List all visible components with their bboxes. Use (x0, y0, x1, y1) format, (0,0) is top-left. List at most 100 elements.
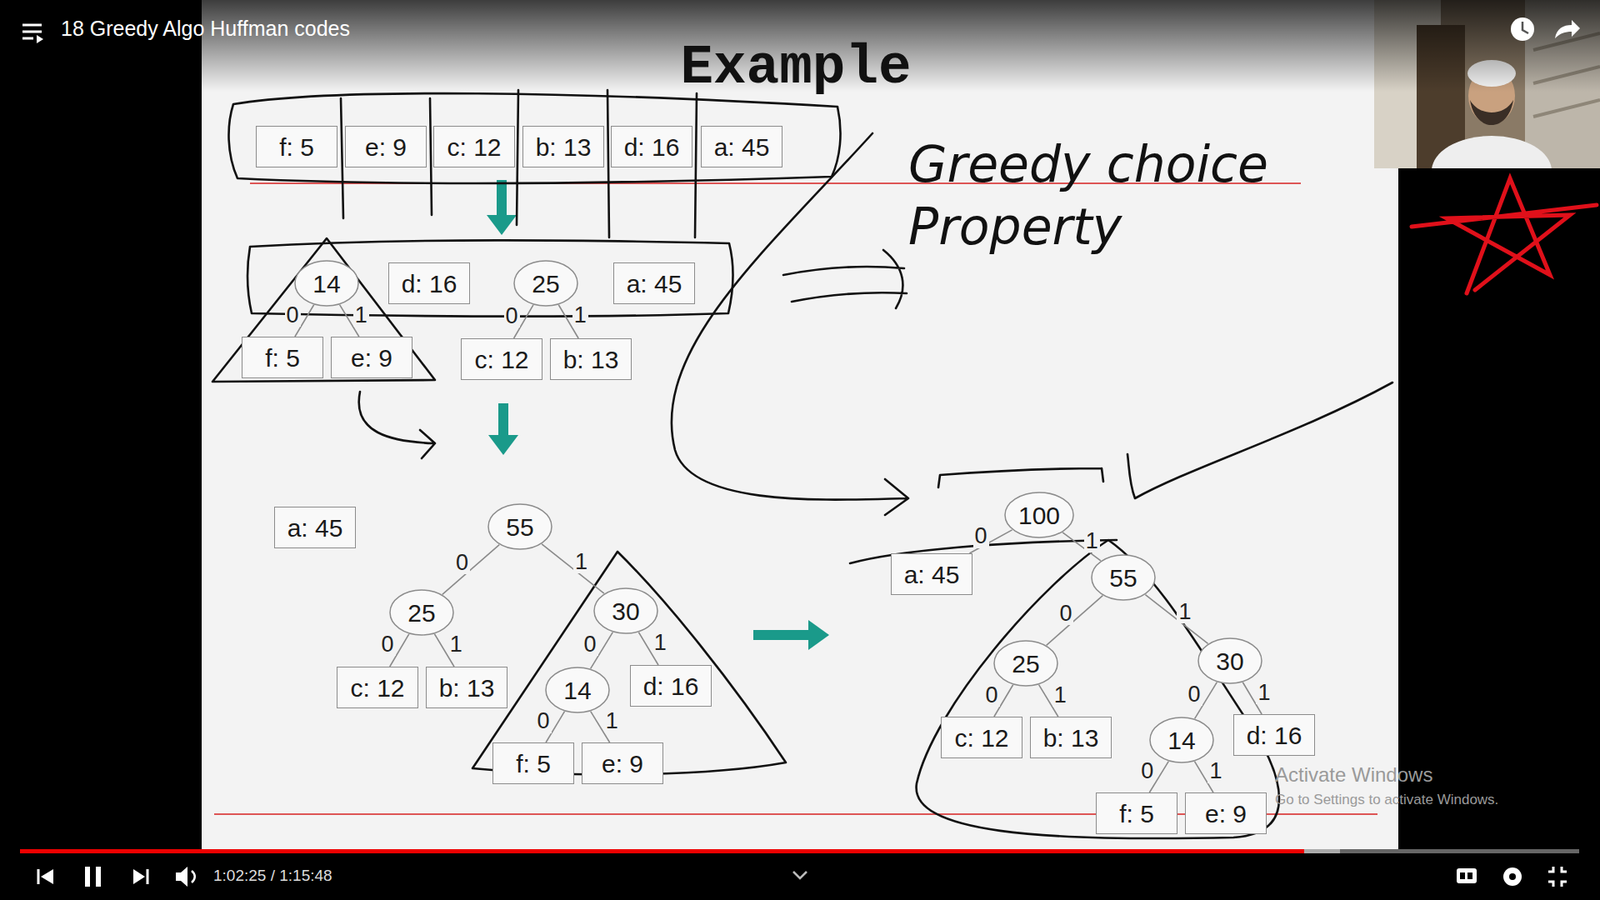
player-icon (133, 869, 145, 885)
player-icon (1509, 873, 1516, 880)
bit-label: 1 (1176, 600, 1193, 624)
node-text: a: 45 (287, 514, 344, 542)
stage-arrow (753, 630, 809, 640)
circle-outline (1091, 555, 1155, 600)
node-text: 25 (1011, 650, 1040, 678)
tree-circle: 25 (513, 260, 579, 307)
bit-label: 1 (573, 550, 590, 574)
webcam-feed (1470, 100, 1514, 125)
player-icon (175, 866, 188, 887)
handwriting (472, 551, 786, 775)
node-text: c: 12 (474, 345, 529, 374)
leaf-box: d: 16 (1233, 714, 1315, 756)
watermark: Go to Settings to activate Windows. (1275, 791, 1499, 809)
leaf-box: b: 13 (522, 125, 605, 168)
handwritten-note: Greedy choice Property (908, 133, 1371, 259)
node-text: e: 9 (1205, 800, 1247, 828)
player-icon (36, 35, 44, 44)
leaf-box: f: 5 (241, 336, 324, 379)
tree-edge (442, 545, 500, 595)
circle-outline (1150, 717, 1214, 763)
circle-outline (594, 588, 658, 634)
node-text: 25 (531, 270, 560, 298)
bit-label: 0 (285, 303, 301, 327)
leaf-box: a: 45 (274, 506, 356, 549)
player-icon (40, 869, 54, 885)
node-text: c: 12 (350, 674, 405, 702)
stage-arrow (486, 180, 830, 650)
bit-label: 1 (353, 303, 370, 327)
leaf-box: a: 45 (613, 262, 695, 305)
red-star (1411, 178, 1597, 294)
tree-circle: 55 (487, 503, 553, 550)
node-text: d: 16 (401, 270, 458, 298)
stage-arrow (486, 215, 517, 235)
leaf-box: a: 45 (700, 125, 783, 168)
player-icon (146, 869, 150, 885)
player-icon (1510, 17, 1535, 41)
node-text: 14 (563, 676, 591, 705)
player-icon (1503, 867, 1522, 886)
handwriting (247, 240, 734, 316)
node-text: b: 13 (439, 674, 495, 702)
stage-arrow (488, 435, 519, 455)
player-icon (95, 866, 101, 887)
bit-label: 1 (1207, 759, 1224, 783)
background (201, 0, 1399, 852)
stage-arrow (498, 403, 509, 435)
leaf-box: e: 9 (345, 125, 427, 168)
circle-outline (390, 590, 454, 635)
node-text: e: 9 (601, 750, 644, 778)
bit-label: 1 (1255, 680, 1272, 705)
node-text: b: 13 (563, 345, 620, 374)
handwriting (1127, 382, 1393, 499)
tree-circle: 14 (294, 260, 360, 307)
bit-label: 0 (380, 632, 396, 656)
node-text: 14 (1167, 726, 1195, 755)
player-icon (1522, 21, 1529, 34)
tree-circle: 100 (1004, 491, 1075, 539)
leaf-box: c: 12 (433, 125, 515, 168)
tree-circle: 30 (593, 587, 659, 635)
bit-label: 1 (604, 709, 620, 733)
leaf-box: a: 45 (890, 553, 973, 595)
watermark: Activate Windows (1275, 763, 1433, 787)
handwriting (671, 133, 909, 515)
tree-circle: 14 (1149, 716, 1215, 764)
bit-label: 0 (1139, 759, 1155, 783)
player-icon (1460, 872, 1465, 880)
tree-circle: 25 (993, 640, 1059, 687)
circle-outline (295, 260, 359, 306)
node-text: 55 (505, 513, 534, 541)
red-star (1411, 178, 1597, 294)
video-title: 18 Greedy Algo Huffman codes (60, 16, 350, 41)
bit-label: 0 (973, 524, 990, 548)
player-icon (1548, 866, 1567, 887)
bit-label: 0 (1186, 682, 1203, 706)
node-text: b: 13 (1043, 724, 1100, 752)
bit-label: 0 (1057, 601, 1074, 625)
player-icon (793, 871, 807, 879)
handwriting (212, 90, 1393, 839)
node-text: c: 12 (954, 724, 1009, 752)
node-text: d: 16 (1246, 721, 1303, 750)
node-text: 30 (611, 597, 640, 625)
tree-circle: 25 (389, 589, 455, 636)
node-text: 25 (407, 599, 435, 627)
webcam-feed (1431, 135, 1552, 169)
node-text: f: 5 (515, 750, 551, 778)
tree-circle: 30 (1197, 637, 1263, 685)
handwriting (212, 238, 435, 382)
circle-outline (488, 504, 552, 550)
circle-outline (545, 667, 610, 713)
handwriting (229, 93, 841, 184)
leaf-box: b: 13 (550, 338, 632, 380)
tree-circle: 55 (1090, 554, 1156, 601)
handwriting (938, 468, 1104, 488)
player-icon (1456, 868, 1477, 884)
circle-outline (1005, 492, 1074, 538)
handwriting (340, 90, 697, 238)
